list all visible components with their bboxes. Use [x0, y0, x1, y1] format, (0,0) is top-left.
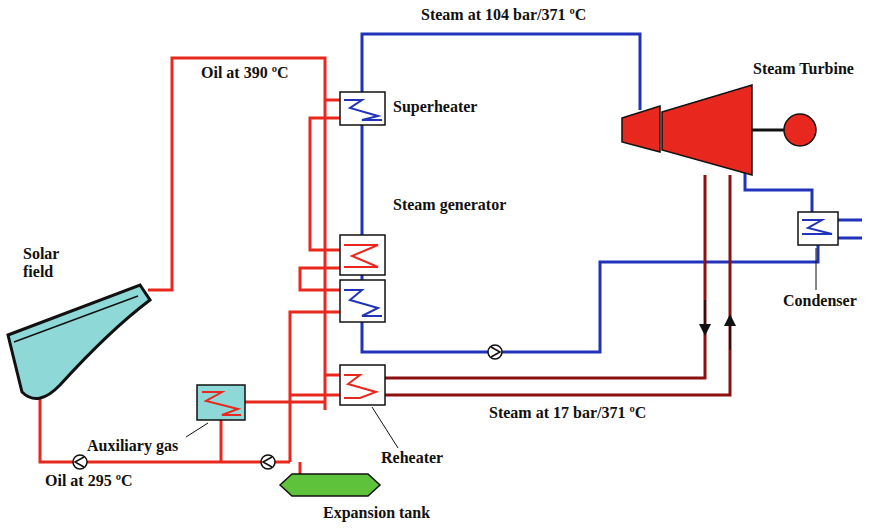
label: Auxiliary gas [86, 437, 179, 455]
reheat-pipes-part [385, 175, 705, 378]
flow-arrows-part [704, 300, 706, 330]
flow-arrows-part [729, 320, 731, 350]
steam-turbine-part [622, 106, 660, 152]
label: Oil at 390 ºC [200, 64, 290, 82]
steam-pipes-part [361, 125, 364, 235]
oil-pipes-part [40, 395, 290, 462]
oil-pipes-part [310, 118, 340, 250]
heat-exchangers-part [197, 385, 245, 420]
solar-trough [8, 285, 150, 399]
reheat-pipes [385, 175, 730, 395]
oil-pipes-part [220, 420, 223, 462]
solar-trough-part [8, 285, 150, 399]
steam-turbine [622, 85, 816, 175]
pumps-part [491, 347, 500, 357]
label: Expansion tank [322, 504, 431, 522]
label: Reheater [380, 449, 444, 467]
pumps-part [488, 345, 502, 359]
exchanger-coils-part [344, 245, 378, 267]
steam-turbine-part [662, 85, 752, 175]
pumps-part [75, 457, 84, 467]
oil-pipes-part [148, 58, 325, 410]
pumps-part [261, 455, 275, 469]
exchanger-coils-part [344, 290, 382, 316]
label: Condenser [782, 292, 858, 310]
heat-exchangers-part [340, 280, 385, 322]
oil-pipes-part [290, 394, 340, 397]
exchanger-coils-part [202, 392, 241, 415]
label: Steam generator [392, 196, 507, 214]
pumps-part [73, 455, 87, 469]
label: Steam at 104 bar/371 ºC [420, 6, 587, 24]
heat-exchangers-part [340, 92, 385, 125]
label: Superheater [392, 98, 478, 116]
label: Solar field [22, 245, 74, 281]
label: Oil at 295 ºC [44, 472, 134, 490]
flow-arrows [705, 300, 730, 350]
label: Steam Turbine [752, 60, 855, 78]
oil-pipes-part [299, 462, 302, 474]
steam-pipes-part [362, 245, 818, 352]
leader-lines-part [372, 407, 398, 448]
heat-exchangers-part [798, 212, 838, 245]
steam-turbine-part [752, 129, 784, 132]
steam-pipes [362, 34, 862, 352]
label: Steam at 17 bar/371 ºC [488, 404, 647, 422]
pumps-part [263, 457, 272, 467]
pumps [73, 345, 502, 469]
heat-exchangers-part [340, 365, 385, 405]
oil-pipes-part [325, 374, 340, 377]
heat-exchangers-part [340, 235, 385, 275]
leader-lines-part [816, 248, 817, 290]
leader-lines-part [186, 423, 208, 437]
exchanger-coils-part [344, 375, 376, 398]
oil-pipes-part [245, 401, 325, 404]
steam-turbine-part [784, 114, 816, 146]
solar-trough-part [14, 296, 138, 342]
oil-pipes-part [300, 268, 340, 290]
oil-pipes-part [290, 312, 340, 462]
leader-lines [186, 248, 816, 448]
steam-pipes-part [838, 220, 862, 238]
oil-pipes [40, 58, 340, 474]
reheat-pipes-part [385, 175, 730, 395]
steam-pipes-part [745, 172, 812, 212]
exchanger-coils-part [344, 100, 382, 120]
oil-pipes-part [325, 99, 340, 102]
exchanger-coils-part [802, 220, 832, 234]
expansion-tank [280, 474, 380, 496]
